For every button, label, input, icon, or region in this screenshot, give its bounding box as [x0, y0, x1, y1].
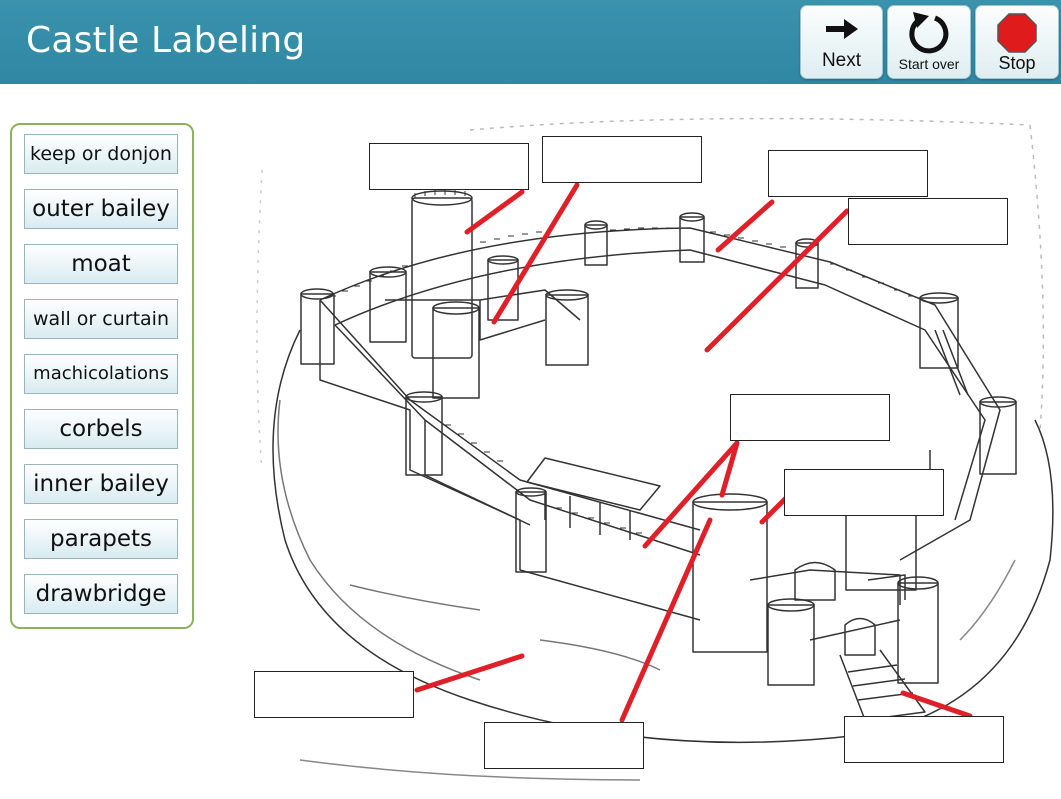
- label-target-9[interactable]: [844, 716, 1004, 763]
- word-machicolations[interactable]: machicolations: [24, 354, 178, 394]
- word-wall-or-curtain[interactable]: wall or curtain: [24, 299, 178, 339]
- word-parapets[interactable]: parapets: [24, 519, 178, 559]
- arrow-right-icon: [826, 19, 858, 39]
- label-target-7[interactable]: [254, 671, 414, 718]
- label-target-5[interactable]: [730, 394, 890, 441]
- start-over-label: Start over: [898, 56, 960, 72]
- label-target-4[interactable]: [848, 198, 1008, 245]
- word-moat[interactable]: moat: [24, 244, 178, 284]
- stop-button[interactable]: Stop: [975, 5, 1059, 79]
- page-title: Castle Labeling: [26, 20, 306, 61]
- header-bar: Castle Labeling Next Start over Stop: [0, 0, 1061, 84]
- label-target-6[interactable]: [784, 469, 944, 516]
- word-inner-bailey[interactable]: inner bailey: [24, 464, 178, 504]
- word-keep-or-donjon[interactable]: keep or donjon: [24, 134, 178, 174]
- word-corbels[interactable]: corbels: [24, 409, 178, 449]
- start-over-button[interactable]: Start over: [887, 5, 971, 79]
- stop-label: Stop: [998, 53, 1036, 73]
- label-target-3[interactable]: [768, 150, 928, 197]
- word-bank-panel: keep or donjon outer bailey moat wall or…: [10, 123, 194, 629]
- stop-sign-icon: [997, 13, 1037, 53]
- restart-icon: [909, 12, 949, 54]
- label-target-1[interactable]: [369, 143, 529, 190]
- word-outer-bailey[interactable]: outer bailey: [24, 189, 178, 229]
- next-label: Next: [821, 50, 862, 71]
- label-target-2[interactable]: [542, 136, 702, 183]
- label-target-8[interactable]: [484, 722, 644, 769]
- next-button[interactable]: Next: [800, 5, 883, 79]
- word-drawbridge[interactable]: drawbridge: [24, 574, 178, 614]
